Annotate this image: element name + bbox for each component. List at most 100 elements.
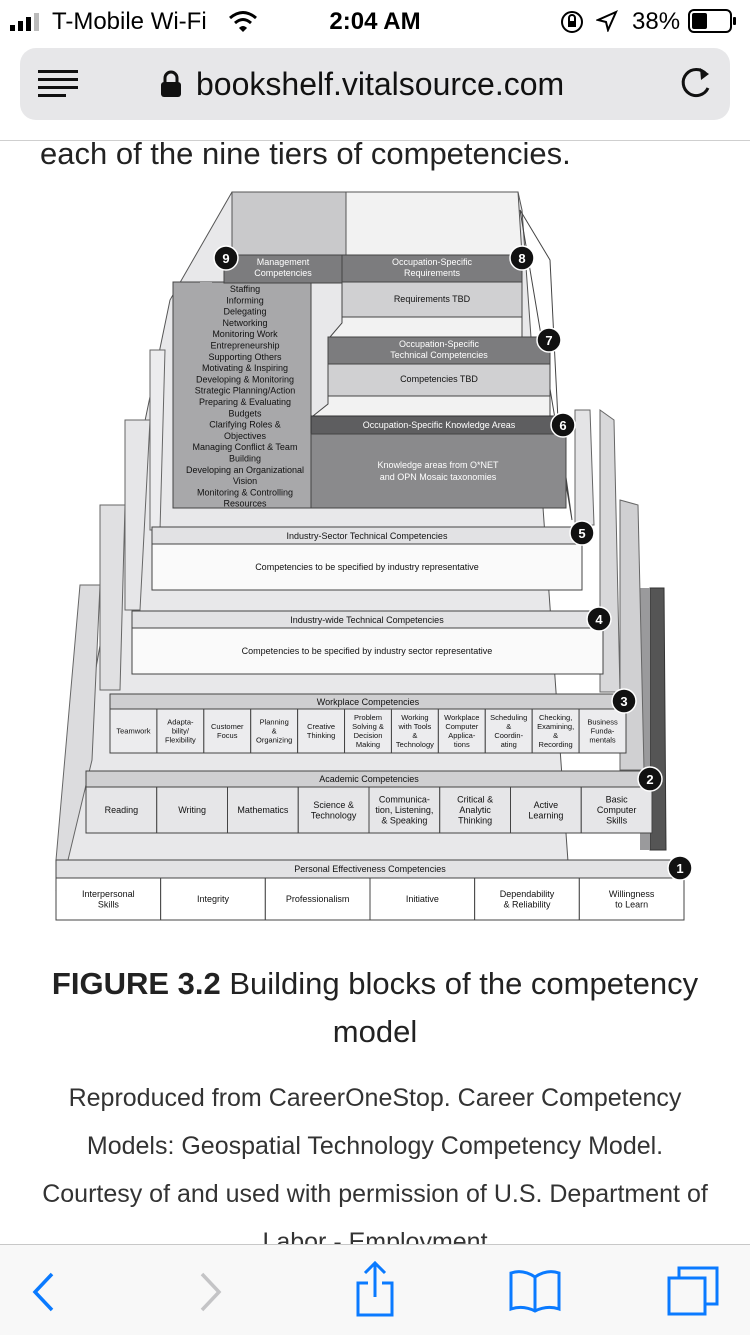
reload-icon[interactable] <box>678 66 714 102</box>
tier9-item: Staffing <box>230 284 260 294</box>
tier3-cell <box>578 708 627 754</box>
tier9-item: Objectives <box>224 431 267 441</box>
tier2-cell-label: Communica- <box>379 795 430 805</box>
figure-label: FIGURE 3.2 <box>51 966 221 1001</box>
tier8-header-line2: Requirements <box>404 268 461 278</box>
tier2-cell-label: Writing <box>178 805 206 815</box>
figure-title: FIGURE 3.2 Building blocks of the compet… <box>40 960 710 1056</box>
tier8-badge: 8 <box>509 245 535 271</box>
tier6-body-line1: Knowledge areas from O*NET <box>377 460 499 470</box>
tier3-cell-label: Technology <box>396 740 434 749</box>
svg-text:8: 8 <box>518 251 525 266</box>
tier9-item: Strategic Planning/Action <box>195 386 296 396</box>
back-icon[interactable] <box>30 1271 56 1313</box>
wifi-icon <box>229 11 257 32</box>
tier9-item: Motivating & Inspiring <box>202 363 288 373</box>
tier1-cell-label: Interpersonal <box>82 889 135 899</box>
tier3-cell-label: Working <box>401 713 428 722</box>
tier9-item: Monitoring & Controlling <box>197 487 293 497</box>
tier1-cell-label: Willingness <box>609 889 655 899</box>
tier3-cell <box>109 708 158 754</box>
tier3-cell-label: mentals <box>589 736 616 745</box>
status-bar: T-Mobile Wi-Fi 2:04 AM 38% <box>0 0 750 42</box>
tier2-cell <box>85 786 158 834</box>
tier2-cell-label: Mathematics <box>237 805 289 815</box>
svg-text:4: 4 <box>595 612 603 627</box>
tier3-cell-label: Flexibility <box>165 736 196 745</box>
tier3-cells: TeamworkAdapta-bility/FlexibilityCustome… <box>109 708 627 754</box>
tier1-cell-label: Dependability <box>500 889 555 899</box>
svg-text:2: 2 <box>646 772 653 787</box>
tier7-header-line2: Technical Competencies <box>390 350 488 360</box>
reader-mode-icon[interactable] <box>38 68 78 100</box>
battery-percent: 38% <box>632 8 681 35</box>
svg-text:6: 6 <box>559 418 566 433</box>
competency-pyramid-diagram: StaffingInformingDelegatingNetworkingMon… <box>55 191 693 921</box>
forward-icon[interactable] <box>198 1271 224 1313</box>
tier1-cell <box>474 877 580 921</box>
tier9-item: Developing an Organizational <box>186 465 304 475</box>
tier2-cell-label: Active <box>534 800 559 810</box>
tier2-cell-label: Reading <box>105 805 139 815</box>
carrier-label: T-Mobile Wi-Fi <box>52 8 207 35</box>
svg-text:1: 1 <box>676 861 683 876</box>
tier1-badge: 1 <box>667 855 693 881</box>
tier3-header: Workplace Competencies <box>317 697 420 707</box>
tier3-cell-label: Business <box>587 718 618 727</box>
tier3-cell-label: & <box>506 722 511 731</box>
tier9-item: Developing & Monitoring <box>196 374 294 384</box>
battery-icon <box>688 9 736 33</box>
tabs-icon[interactable] <box>666 1265 720 1317</box>
tier2-cell-label: Thinking <box>458 816 492 826</box>
tier3-cell-label: Creative <box>307 722 335 731</box>
tier3-cell-label: Computer <box>445 722 478 731</box>
tier4-header: Industry-wide Technical Competencies <box>290 615 444 625</box>
tier9-badge: 9 <box>213 245 239 271</box>
tier3-cell-label: ating <box>501 740 517 749</box>
location-icon <box>596 10 618 32</box>
tier3-cell-label: Focus <box>217 731 238 740</box>
tier1-cell-label: & Reliability <box>503 899 551 909</box>
tier9-item: Supporting Others <box>208 352 282 362</box>
svg-text:3: 3 <box>620 694 627 709</box>
tier1-cell <box>264 877 371 921</box>
figure-caption: Reproduced from CareerOneStop. Career Co… <box>42 1084 708 1256</box>
bookmarks-icon[interactable] <box>508 1269 562 1313</box>
tier1-cell-label: Skills <box>98 899 120 909</box>
orientation-lock-icon <box>561 11 583 33</box>
tier3-cell <box>531 708 580 754</box>
tier2-cell-label: Science & <box>313 800 354 810</box>
tier9-item: Entrepreneurship <box>210 341 279 351</box>
figure-title-text: Building blocks of the competency model <box>229 966 699 1049</box>
tier3-cell-label: Solving & <box>352 722 384 731</box>
signal-icon <box>10 13 39 31</box>
tier3-cell-label: Funda- <box>591 727 615 736</box>
tier9-item: Networking <box>222 318 267 328</box>
tier4-badge: 4 <box>586 606 612 632</box>
lead-in-text: each of the nine tiers of competencies. <box>40 136 571 171</box>
tier3-cell-label: Workplace <box>444 713 479 722</box>
tier2-cell-label: Basic <box>606 795 629 805</box>
svg-text:9: 9 <box>222 251 229 266</box>
share-icon[interactable] <box>354 1261 396 1317</box>
lock-icon <box>161 70 181 97</box>
tier3-cell-label: Organizing <box>256 736 292 745</box>
address-bar[interactable]: bookshelf.vitalsource.com <box>20 48 730 120</box>
tier1-header: Personal Effectiveness Competencies <box>294 864 446 874</box>
tier3-cell-label: Customer <box>211 722 244 731</box>
tier8-header-line1: Occupation-Specific <box>392 257 473 267</box>
tier2-cell-label: Learning <box>528 810 563 820</box>
tier9-items: StaffingInformingDelegatingNetworkingMon… <box>186 284 304 509</box>
tier9-header-line2: Competencies <box>254 268 312 278</box>
svg-text:5: 5 <box>578 526 585 541</box>
url-text[interactable]: bookshelf.vitalsource.com <box>196 66 565 102</box>
tier2-cell <box>368 786 441 834</box>
tier3-cell <box>344 708 392 754</box>
tier3-cell-label: Making <box>356 740 380 749</box>
svg-text:7: 7 <box>545 333 552 348</box>
tier9-item: Managing Conflict & Team <box>193 442 298 452</box>
tier2-cell-label: Critical & <box>457 795 493 805</box>
tier1-cell-label: Integrity <box>197 894 230 904</box>
